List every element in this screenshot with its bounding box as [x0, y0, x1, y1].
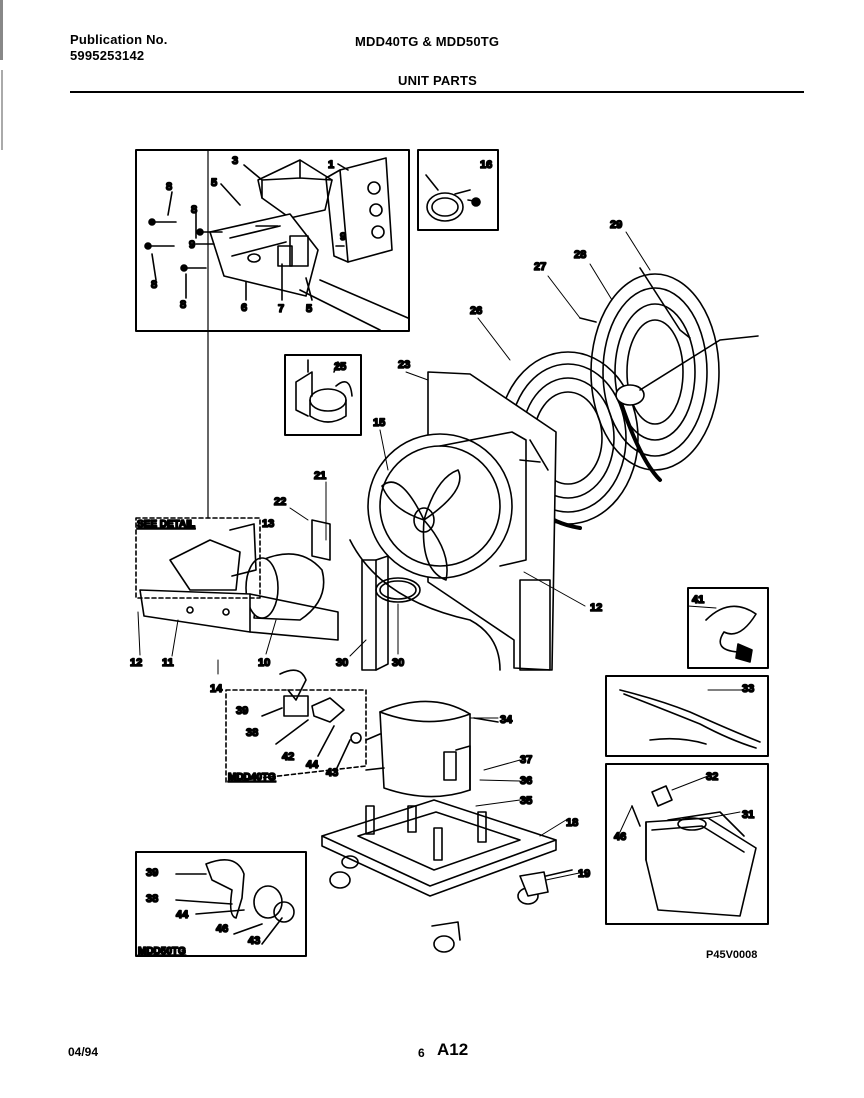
callout-43a: 43: [326, 767, 338, 779]
callout-42: 42: [282, 751, 294, 763]
callout-29: 29: [610, 219, 622, 231]
callout-34: 34: [500, 714, 513, 726]
callout-28: 28: [574, 249, 586, 261]
callout-32: 32: [706, 771, 718, 783]
revision-date: 04/94: [68, 1045, 99, 1059]
callout-25: 25: [334, 361, 346, 373]
callout-9a: 9: [189, 239, 195, 251]
callout-39a: 39: [236, 705, 248, 717]
callout-1: 1: [328, 159, 334, 171]
control-box-inset: [135, 149, 410, 332]
motor-and-bracket: [139, 519, 501, 671]
callout-18: 18: [566, 817, 578, 829]
mdd50-relay-inset: [135, 851, 307, 957]
base-pan: [321, 799, 573, 953]
callout-8d: 8: [191, 204, 197, 216]
callout-5b: 5: [306, 303, 312, 315]
callout-22: 22: [274, 496, 286, 508]
callout-27: 27: [534, 261, 546, 273]
callout-38a: 38: [246, 727, 258, 739]
callout-39b: 39: [146, 867, 158, 879]
callout-30a: 30: [336, 657, 348, 669]
mdd50-caption: MDD50TG: [138, 946, 186, 957]
callout-33: 33: [742, 683, 754, 695]
callout-14: 14: [210, 683, 223, 695]
callout-26: 26: [470, 305, 482, 317]
callout-5a: 5: [211, 177, 217, 189]
compressor: [365, 700, 499, 798]
scan-edge-marks: [0, 0, 3, 150]
callout-21: 21: [314, 470, 326, 482]
figure-id: P45V0008: [706, 949, 758, 961]
callout-16: 16: [480, 159, 492, 171]
clamp-inset: [417, 149, 499, 231]
callout-43b: 43: [248, 935, 260, 947]
callout-23: 23: [398, 359, 410, 371]
callout-41: 41: [692, 594, 704, 606]
callout-8a: 8: [166, 181, 172, 193]
see-detail-caption: SEE DETAIL: [137, 519, 195, 530]
capacitor-inset: [284, 354, 362, 436]
callout-38b: 38: [146, 893, 158, 905]
publication-number: 5995253142: [70, 48, 145, 63]
mdd40-relay-inset: [225, 669, 367, 783]
page-number: 6: [418, 1046, 425, 1060]
callout-46a: 46: [614, 831, 626, 843]
publication-label: Publication No.: [70, 32, 168, 47]
callout-30b: 30: [392, 657, 404, 669]
callout-6: 6: [241, 302, 247, 314]
water-container-inset: [605, 763, 769, 925]
mdd40-caption: MDD40TG: [228, 772, 276, 783]
page-code: A12: [437, 1040, 469, 1059]
leader-lines: [137, 231, 743, 881]
callout-36: 36: [520, 775, 532, 787]
callout-46b: 46: [216, 923, 228, 935]
callout-44b: 44: [176, 909, 189, 921]
section-title: UNIT PARTS: [398, 73, 478, 88]
callout-12b: 12: [590, 602, 602, 614]
model-numbers: MDD40TG & MDD50TG: [355, 34, 500, 49]
see-detail-inset: [135, 149, 261, 599]
wire-harness-inset: [605, 675, 769, 757]
callout-12a: 12: [130, 657, 142, 669]
power-cord-inset: [687, 587, 769, 669]
callout-9b: 9: [340, 231, 346, 243]
callout-13: 13: [262, 518, 274, 530]
callout-8b: 8: [151, 279, 157, 291]
coil-hoses: [497, 267, 759, 530]
callout-35: 35: [520, 795, 532, 807]
callout-31: 31: [742, 809, 754, 821]
callout-10: 10: [258, 657, 270, 669]
callout-44a: 44: [306, 759, 319, 771]
callout-15: 15: [373, 417, 385, 429]
callout-19: 19: [578, 868, 590, 880]
callout-3: 3: [232, 155, 238, 167]
header-rule: [70, 91, 804, 93]
callout-11: 11: [162, 657, 174, 669]
callout-37: 37: [520, 754, 532, 766]
fan-assembly: [367, 371, 557, 671]
callout-7: 7: [278, 303, 284, 315]
callout-8c: 8: [180, 299, 186, 311]
